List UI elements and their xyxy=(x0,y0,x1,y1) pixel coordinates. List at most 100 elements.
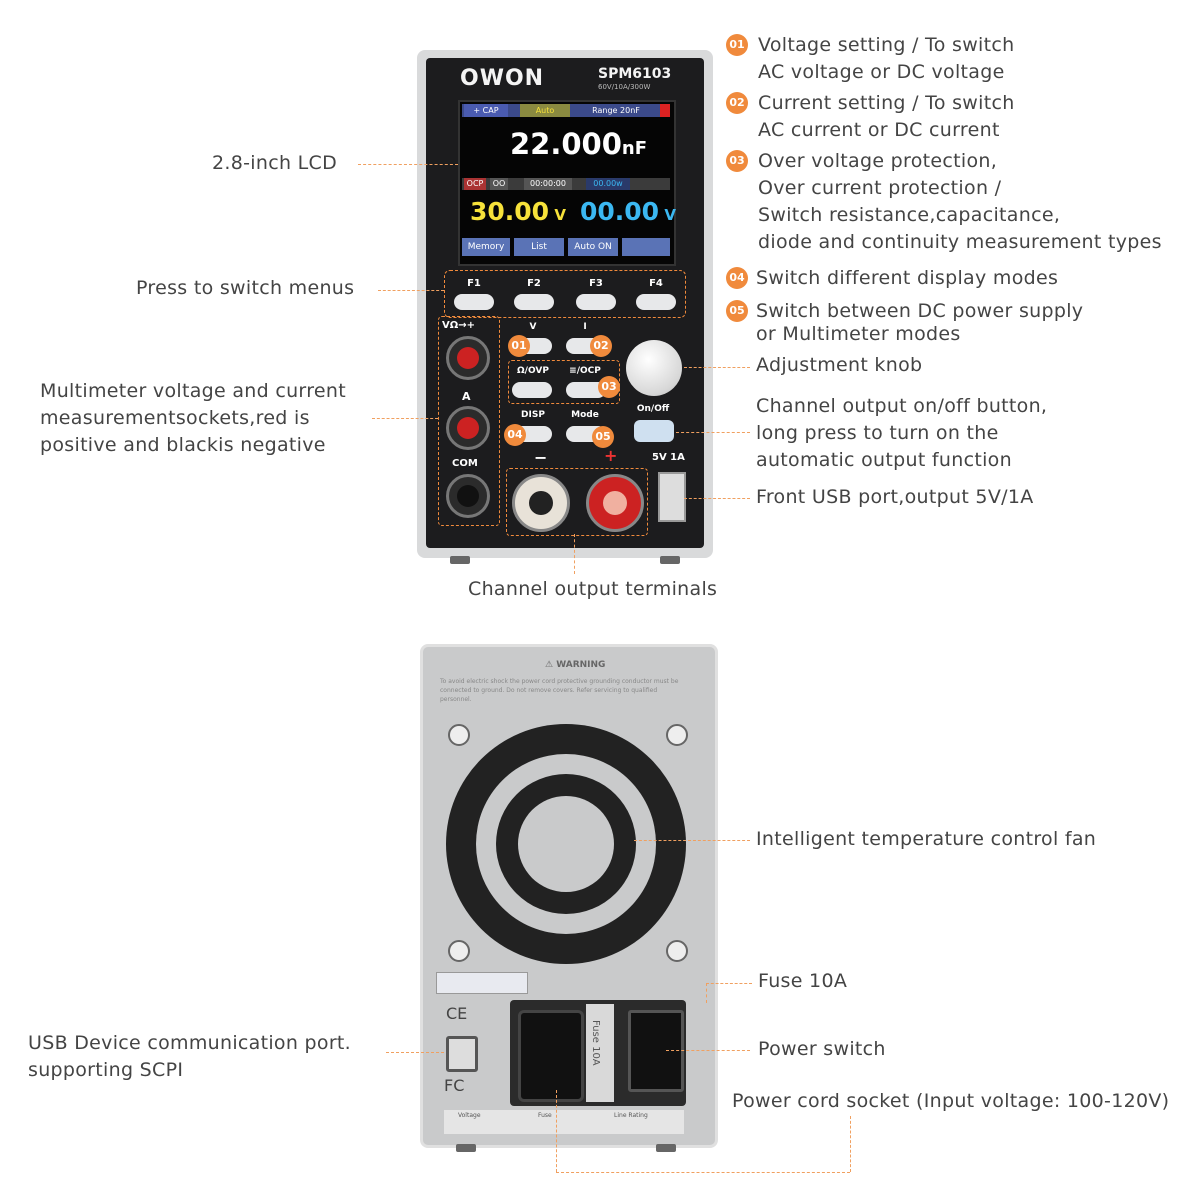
amp-socket[interactable] xyxy=(446,406,490,450)
callout-fan: Intelligent temperature control fan xyxy=(756,828,1097,850)
model-spec: 60V/10A/300W xyxy=(598,83,651,91)
callout-menus: Press to switch menus xyxy=(136,277,355,299)
lcd-chip-cap: + CAP xyxy=(464,104,508,117)
front-usb-port[interactable] xyxy=(658,472,686,522)
ovp-button[interactable] xyxy=(512,382,552,398)
adjustment-knob[interactable] xyxy=(626,340,682,396)
terminal-label-negative: − xyxy=(534,448,548,467)
callout-num-03: 03 xyxy=(726,150,748,172)
fuse-holder-text: Fuse 10A xyxy=(590,1020,601,1066)
callout-protection-line2: Over current protection / xyxy=(758,177,1002,199)
power-switch[interactable] xyxy=(628,1010,684,1092)
lcd-menu-empty xyxy=(622,238,670,256)
com-socket[interactable] xyxy=(446,474,490,518)
socket-label-a: A xyxy=(462,390,471,403)
lcd-voltage-unit: V xyxy=(554,206,566,224)
lcd-menu-auto-on: Auto ON xyxy=(568,238,618,256)
lcd-main-unit: nF xyxy=(621,138,648,159)
barcode-label xyxy=(436,972,528,994)
fkey-label-f3: F3 xyxy=(589,278,603,289)
onoff-button[interactable] xyxy=(634,420,674,442)
warning-text: To avoid electric shock the power cord p… xyxy=(440,678,679,703)
f2-button[interactable] xyxy=(514,294,554,310)
lcd-chip-oo: OO xyxy=(490,178,508,190)
vohm-socket[interactable] xyxy=(446,336,490,380)
leader-menus xyxy=(378,290,444,291)
protection-group-outline xyxy=(508,360,620,404)
screw-icon xyxy=(666,940,688,962)
lcd-indicator-red xyxy=(660,104,670,117)
callout-usb: Front USB port,output 5V/1A xyxy=(756,486,1034,508)
callout-lcd: 2.8-inch LCD xyxy=(212,152,338,174)
fcc-mark-icon: FC xyxy=(444,1076,465,1095)
callout-protection-line4: diode and continuity measurement types xyxy=(758,231,1162,253)
negative-terminal-core xyxy=(529,491,553,515)
fkey-label-f2: F2 xyxy=(527,278,541,289)
callout-num-04: 04 xyxy=(726,267,748,289)
callout-current-line2: AC current or DC current xyxy=(758,119,1000,141)
callout-usb-device-line2: supporting SCPI xyxy=(28,1059,184,1081)
brand-logo: OWON xyxy=(460,66,545,91)
positive-terminal-core xyxy=(603,491,627,515)
callout-voltage-line1: Voltage setting / To switch xyxy=(758,34,1015,56)
model-name: SPM6103 xyxy=(598,66,672,82)
callout-terminals: Channel output terminals xyxy=(468,578,718,600)
lcd-chip-timer: 00:00:00 xyxy=(524,178,572,190)
front-foot-left xyxy=(450,556,470,564)
mode-button-label: Mode xyxy=(571,410,599,420)
lcd-main-reading: 22.000nF xyxy=(510,127,648,161)
callout-badge-03: 03 xyxy=(598,376,620,398)
lcd-menu-list: List xyxy=(514,238,564,256)
callout-display: Switch different display modes xyxy=(756,267,1059,289)
fuse-holder[interactable] xyxy=(586,1004,614,1102)
f3-button[interactable] xyxy=(576,294,616,310)
positive-terminal[interactable] xyxy=(586,474,644,532)
power-cord-socket[interactable] xyxy=(518,1010,584,1102)
onoff-button-label: On/Off xyxy=(636,404,670,414)
negative-terminal[interactable] xyxy=(512,474,570,532)
usb-port-label: 5V 1A xyxy=(652,452,685,463)
callout-badge-05: 05 xyxy=(592,426,614,448)
lcd-voltage-reading: 30.00 V xyxy=(470,197,566,226)
fkey-label-f4: F4 xyxy=(649,278,663,289)
warning-title: ⚠ WARNING xyxy=(545,660,606,670)
lcd-current-reading: 00.00 V xyxy=(580,197,676,226)
screw-icon xyxy=(666,724,688,746)
fkey-label-f1: F1 xyxy=(467,278,481,289)
f4-button[interactable] xyxy=(636,294,676,310)
callout-fuse: Fuse 10A xyxy=(758,970,848,992)
rating-voltage-label: Voltage xyxy=(458,1112,481,1119)
callout-num-02: 02 xyxy=(726,92,748,114)
ocp-button-label: ≡/OCP xyxy=(569,366,601,376)
callout-knob: Adjustment knob xyxy=(756,354,923,376)
callout-mode-line2: or Multimeter modes xyxy=(756,323,961,345)
callout-badge-02: 02 xyxy=(590,335,612,357)
disp-button-label: DISP xyxy=(521,410,545,420)
callout-sockets-line1: Multimeter voltage and current xyxy=(40,380,346,402)
ocp-button[interactable] xyxy=(566,382,606,398)
callout-sockets-line3: positive and blackis negative xyxy=(40,434,326,456)
leader-power-cord-vertical xyxy=(556,1090,557,1172)
callout-badge-01: 01 xyxy=(508,335,530,357)
back-foot-left xyxy=(456,1144,476,1152)
leader-terminals xyxy=(574,534,575,574)
fkey-group-outline xyxy=(444,270,686,318)
vohm-socket-core xyxy=(457,347,479,369)
lcd-chip-range: Range 20nF xyxy=(576,104,656,117)
rear-usb-device-port[interactable] xyxy=(446,1036,478,1072)
v-button-label: V xyxy=(529,322,537,332)
lcd-menu-memory: Memory xyxy=(462,238,510,256)
leader-fuse xyxy=(706,983,752,984)
rating-line-label: Line Rating xyxy=(614,1112,648,1119)
callout-badge-04: 04 xyxy=(504,424,526,446)
leader-usb-device xyxy=(386,1052,444,1053)
callout-onoff-line3: automatic output function xyxy=(756,449,1012,471)
callout-num-01: 01 xyxy=(726,34,748,56)
f1-button[interactable] xyxy=(454,294,494,310)
fan-hub xyxy=(518,796,614,892)
leader-lcd xyxy=(358,164,458,165)
lcd-chip-power: 00.00w xyxy=(586,178,630,190)
back-foot-right xyxy=(656,1144,676,1152)
lcd-current-unit: V xyxy=(664,206,676,224)
callout-protection-line3: Switch resistance,capacitance, xyxy=(758,204,1061,226)
